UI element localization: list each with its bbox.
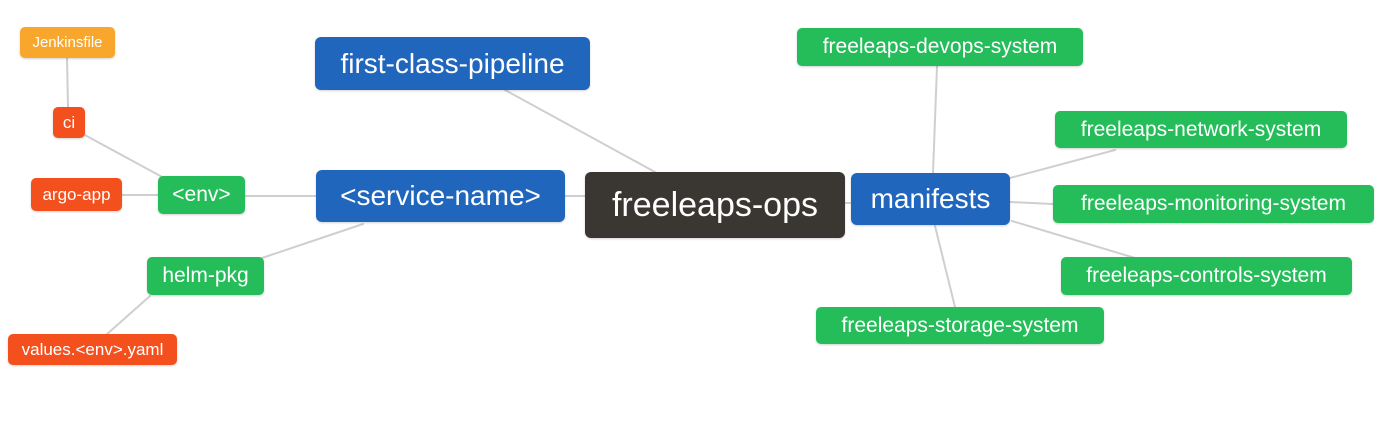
node-freeleaps-controls-system[interactable]: freeleaps-controls-system — [1061, 257, 1352, 295]
node-freeleaps-monitoring-system[interactable]: freeleaps-monitoring-system — [1053, 185, 1374, 223]
node-freeleaps-devops-system[interactable]: freeleaps-devops-system — [797, 28, 1083, 66]
edge-manifests-storage-system — [934, 225, 956, 308]
edge-manifests-monitoring-system — [1009, 201, 1054, 205]
node-first-class-pipeline[interactable]: first-class-pipeline — [315, 37, 590, 90]
edge-manifests-network-system — [1009, 149, 1116, 179]
node-freeleaps-ops-root[interactable]: freeleaps-ops — [585, 172, 845, 238]
node-freeleaps-storage-system[interactable]: freeleaps-storage-system — [816, 307, 1104, 344]
edge-pipeline-freeleaps-ops — [504, 89, 656, 173]
node-argo-app[interactable]: argo-app — [31, 178, 122, 211]
node-helm-pkg[interactable]: helm-pkg — [147, 257, 264, 295]
node-jenkinsfile[interactable]: Jenkinsfile — [20, 27, 115, 58]
node-values-env-yaml[interactable]: values.<env>.yaml — [8, 334, 177, 365]
edge-service-name-helm-pkg — [261, 223, 364, 259]
edge-manifests-devops-system — [932, 65, 938, 174]
edge-helm-pkg-values-env-yaml — [105, 295, 151, 336]
node-freeleaps-network-system[interactable]: freeleaps-network-system — [1055, 111, 1347, 148]
node-manifests[interactable]: manifests — [851, 173, 1010, 225]
edge-jenkinsfile-ci — [66, 57, 69, 108]
edge-manifests-controls-system — [1011, 220, 1136, 259]
node-service-name[interactable]: <service-name> — [316, 170, 565, 222]
edge-ci-env — [82, 133, 165, 179]
node-env[interactable]: <env> — [158, 176, 245, 214]
node-ci[interactable]: ci — [53, 107, 85, 138]
